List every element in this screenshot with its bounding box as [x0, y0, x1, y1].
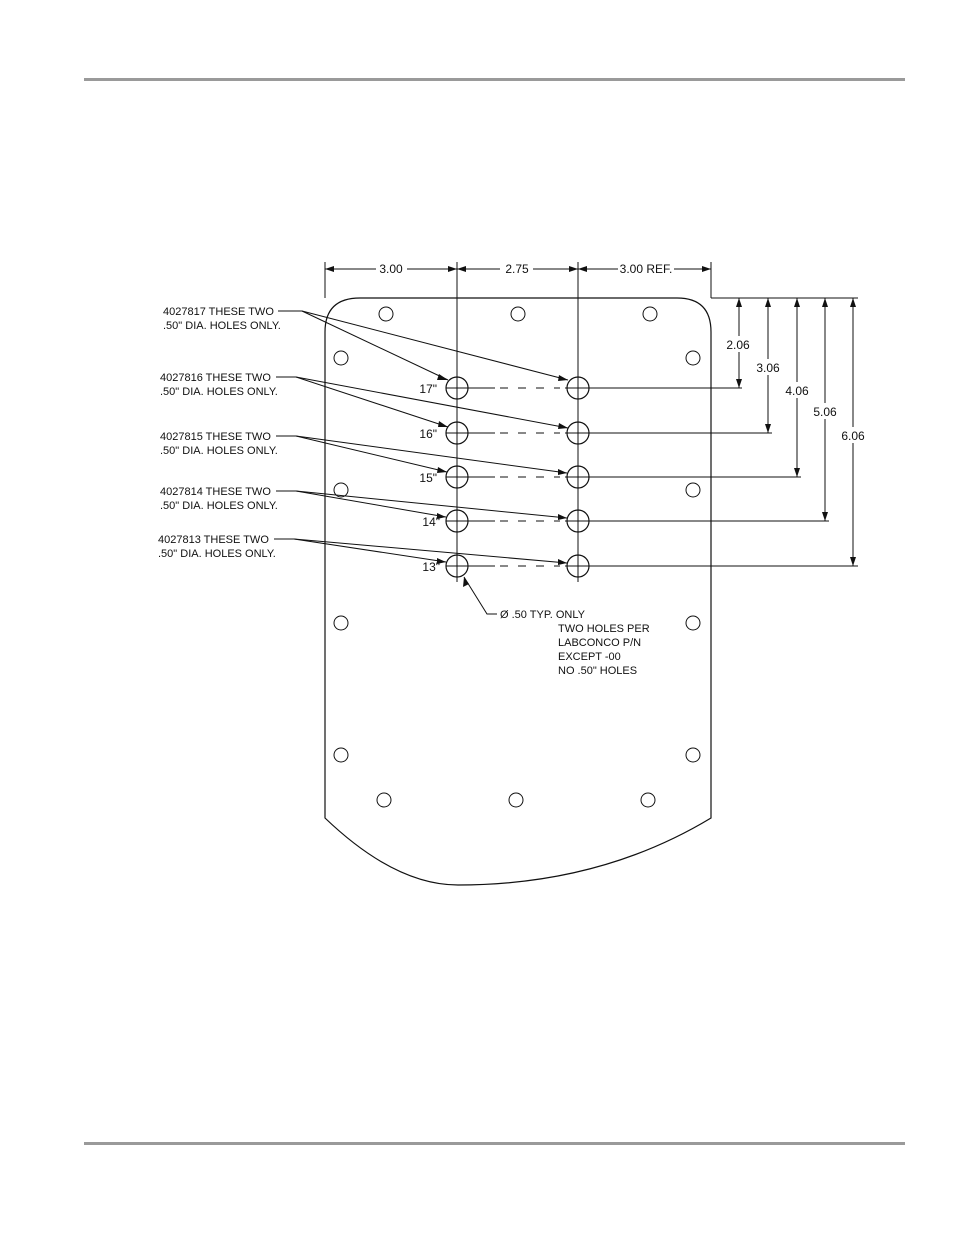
callout-4027814: 4027814 THESE TWO .50" DIA. HOLES ONLY.	[160, 486, 278, 512]
size-label-16: 16"	[419, 427, 437, 441]
dim-v-5: 6.06	[841, 429, 865, 443]
footer-rule	[84, 1142, 905, 1145]
dim-v-4: 5.06	[813, 405, 837, 419]
svg-text:Ø .50 TYP. ONLY: Ø .50 TYP. ONLY	[500, 609, 586, 621]
svg-text:4027814 THESE TWO: 4027814 THESE TWO	[160, 486, 271, 498]
size-label-15: 15"	[419, 471, 437, 485]
svg-text:NO .50" HOLES: NO .50" HOLES	[558, 665, 637, 677]
typ-note-arrowhead	[463, 577, 469, 587]
svg-text:EXCEPT -00: EXCEPT -00	[558, 651, 621, 663]
svg-text:.50" DIA. HOLES ONLY.: .50" DIA. HOLES ONLY.	[158, 548, 276, 560]
svg-text:.50" DIA. HOLES ONLY.: .50" DIA. HOLES ONLY.	[160, 445, 278, 457]
row-centerlines	[446, 387, 858, 567]
callout-4027816: 4027816 THESE TWO .50" DIA. HOLES ONLY.	[160, 372, 278, 398]
dim-h-3: 3.00 REF.	[620, 262, 673, 276]
plate-outline	[324, 297, 712, 886]
svg-text:4027815 THESE TWO: 4027815 THESE TWO	[160, 431, 271, 443]
size-label-13: 13"	[422, 560, 440, 574]
typ-note: Ø .50 TYP. ONLY TWO HOLES PER LABCONCO P…	[500, 609, 650, 677]
header-rule	[84, 78, 905, 81]
dim-h-1: 3.00	[379, 262, 403, 276]
callout-4027817: 4027817 THESE TWO .50" DIA. HOLES ONLY.	[163, 306, 281, 332]
svg-text:.50" DIA. HOLES ONLY.: .50" DIA. HOLES ONLY.	[160, 500, 278, 512]
callout-4027813: 4027813 THESE TWO .50" DIA. HOLES ONLY.	[158, 534, 276, 560]
size-label-14: 14"	[422, 515, 440, 529]
svg-text:.50" DIA. HOLES ONLY.: .50" DIA. HOLES ONLY.	[163, 320, 281, 332]
svg-text:4027817 THESE TWO: 4027817 THESE TWO	[163, 306, 274, 318]
callout-4027815: 4027815 THESE TWO .50" DIA. HOLES ONLY.	[160, 431, 278, 457]
svg-text:LABCONCO P/N: LABCONCO P/N	[558, 637, 641, 649]
leader-lines	[274, 310, 569, 564]
dim-v-3: 4.06	[785, 384, 809, 398]
typ-note-leader	[463, 576, 497, 615]
svg-text:4027813 THESE TWO: 4027813 THESE TWO	[158, 534, 269, 546]
svg-text:.50" DIA. HOLES ONLY.: .50" DIA. HOLES ONLY.	[160, 386, 278, 398]
dim-v-1: 2.06	[726, 338, 750, 352]
leader-arrowheads	[437, 374, 568, 565]
dim-v-2: 3.06	[756, 361, 780, 375]
size-label-17: 17"	[419, 382, 437, 396]
mounting-holes	[333, 306, 701, 808]
dim-h-2: 2.75	[505, 262, 529, 276]
dimension-horizontal	[325, 266, 711, 272]
svg-text:4027816 THESE TWO: 4027816 THESE TWO	[160, 372, 271, 384]
svg-text:TWO HOLES PER: TWO HOLES PER	[558, 623, 650, 635]
